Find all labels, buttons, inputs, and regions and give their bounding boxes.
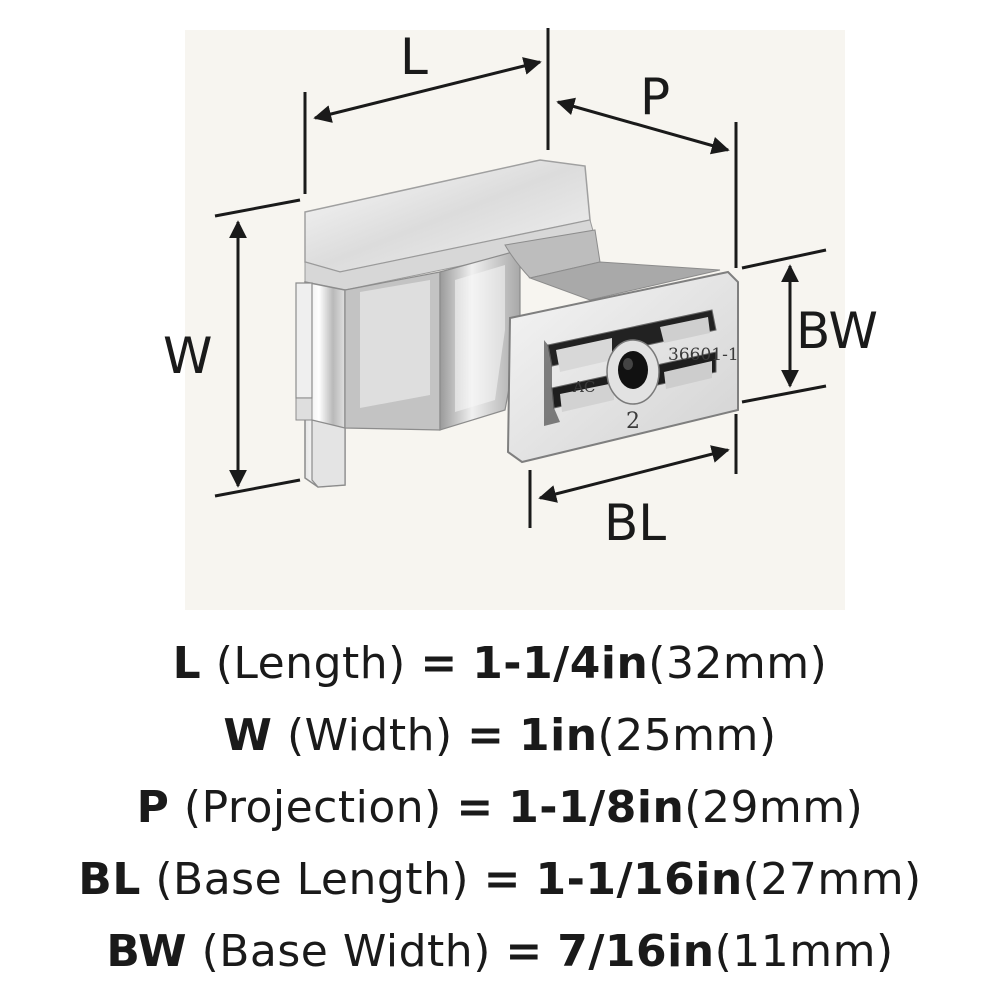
spec-imperial: 1-1/4in — [472, 638, 649, 689]
label-BL: BL — [604, 494, 666, 552]
spec-equals: = — [505, 926, 543, 977]
spec-base-width: BW (Base Width) = 7/16in(11mm) — [0, 916, 1000, 988]
spec-code: BW — [106, 926, 188, 977]
spec-metric: (27mm) — [742, 854, 922, 905]
logo-mark: AC — [572, 378, 595, 396]
spec-metric: (11mm) — [714, 926, 894, 977]
spec-equals: = — [467, 710, 505, 761]
spec-length: L (Length) = 1-1/4in(32mm) — [0, 628, 1000, 700]
spec-base-length: BL (Base Length) = 1-1/16in(27mm) — [0, 844, 1000, 916]
label-BW: BW — [796, 302, 878, 360]
spec-metric: (25mm) — [597, 710, 777, 761]
spec-imperial: 1-1/8in — [508, 782, 685, 833]
spec-name: (Base Width) — [201, 926, 491, 977]
mounting-base: 36601-1 2 AC — [506, 270, 739, 464]
spec-name: (Projection) — [183, 782, 442, 833]
spec-metric: (32mm) — [648, 638, 828, 689]
spec-equals: = — [456, 782, 494, 833]
label-W: W — [163, 327, 212, 385]
spec-code: BL — [78, 854, 141, 905]
label-P: P — [640, 68, 670, 126]
spec-code: L — [172, 638, 202, 689]
spec-code: P — [136, 782, 170, 833]
spec-imperial: 7/16in — [557, 926, 715, 977]
spec-equals: = — [420, 638, 458, 689]
spec-code: W — [223, 710, 273, 761]
part-number-mark: 2 — [626, 409, 640, 434]
dimension-specs: L (Length) = 1-1/4in(32mm) W (Width) = 1… — [0, 628, 1000, 988]
spec-width: W (Width) = 1in(25mm) — [0, 700, 1000, 772]
label-L: L — [400, 28, 428, 86]
spec-projection: P (Projection) = 1-1/8in(29mm) — [0, 772, 1000, 844]
spec-equals: = — [483, 854, 521, 905]
spec-name: (Length) — [215, 638, 406, 689]
hook-product — [295, 159, 721, 488]
part-code-mark: 36601-1 — [668, 345, 739, 365]
spec-metric: (29mm) — [684, 782, 864, 833]
spec-name: (Width) — [286, 710, 453, 761]
dimension-diagram: 36601-1 2 AC L P W BW BL — [163, 28, 878, 610]
dimension-lines — [214, 28, 827, 528]
spec-imperial: 1-1/16in — [535, 854, 743, 905]
spec-imperial: 1in — [519, 710, 598, 761]
spec-name: (Base Length) — [155, 854, 470, 905]
